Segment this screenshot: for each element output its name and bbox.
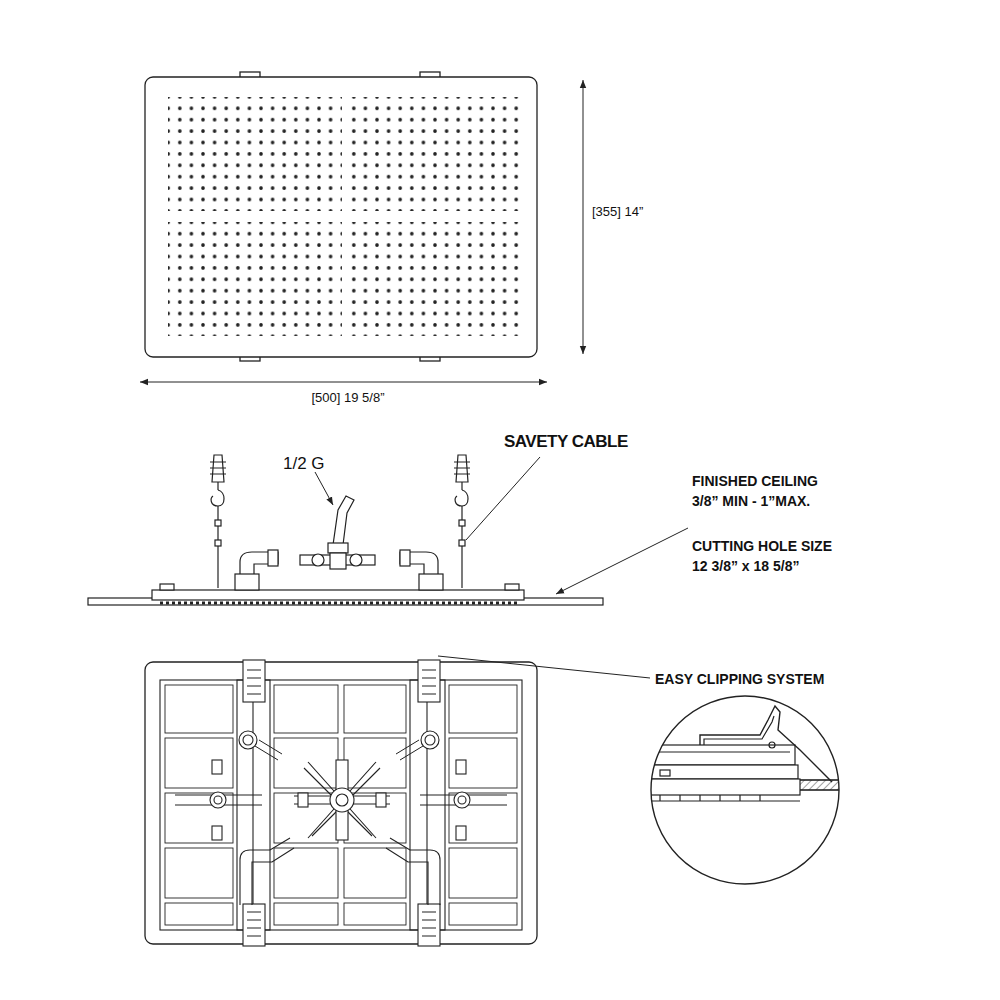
part-label: SAVETY CABLE [504, 430, 628, 455]
connection-size-label: 1/2 G [283, 452, 325, 477]
installation-note: FINISHED CEILING 3/8” MIN - 1”MAX. [692, 471, 842, 512]
side-view [88, 455, 603, 605]
leader-lines [315, 457, 688, 678]
top-view [145, 72, 537, 361]
dimension-label: [355] 14” [592, 203, 643, 222]
clip-detail [645, 696, 865, 884]
dimension-label: [500] 19 5/8” [309, 389, 388, 408]
bottom-view [145, 660, 537, 946]
dimension-lines [140, 80, 583, 382]
part-label: EASY CLIPPING SYSTEM [655, 669, 824, 689]
installation-note: CUTTING HOLE SIZE 12 3/8” x 18 5/8” [692, 536, 842, 577]
